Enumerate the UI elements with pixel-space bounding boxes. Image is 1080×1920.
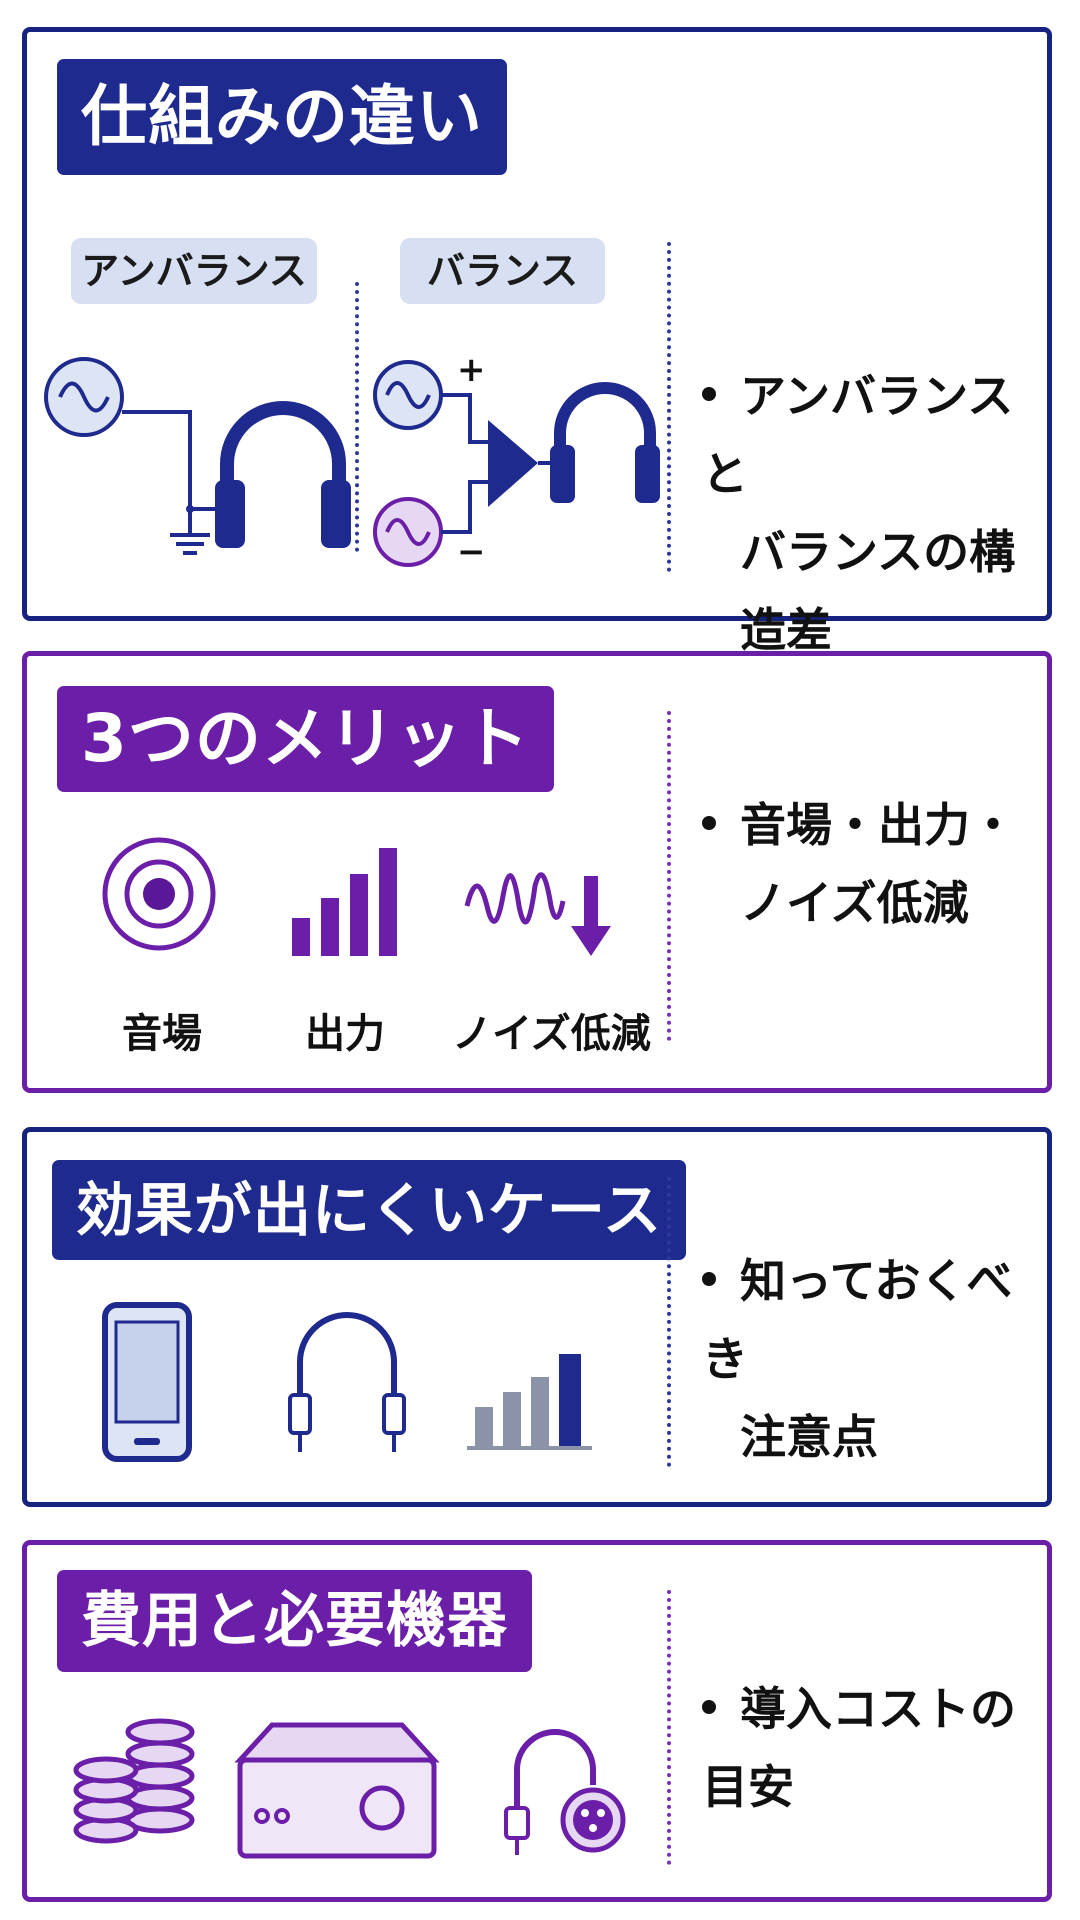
divider-dotted [667, 1590, 671, 1865]
divider-dotted [355, 282, 359, 552]
divider-dotted [667, 242, 671, 572]
down-arrow-icon [571, 876, 611, 956]
section-cost: 費用と必要機器 導入コストの目安 [22, 1540, 1052, 1902]
bullet-dot [702, 386, 716, 401]
bullet-text: 導入コストの目安 [702, 1682, 1016, 1814]
divider-dotted [667, 711, 671, 1041]
bullet-text: 音場・出力・ ノイズ低減 [702, 786, 1016, 942]
unbalanced-circuit-diagram [44, 357, 351, 555]
amplifier-box-icon [234, 1722, 440, 1859]
section-merits: 3つのメリット 音場 出力 ノイズ低減 音場・出力・ ノイズ低減 [22, 651, 1052, 1093]
bullet-dot [702, 815, 716, 830]
section-title: 費用と必要機器 [57, 1570, 532, 1672]
section-mechanism: 仕組みの違い アンバランス バランス [22, 27, 1052, 657]
section-title: 3つのメリット [57, 686, 554, 792]
balanced-circuit-diagram [373, 360, 660, 567]
section-title: 効果が出にくいケース [52, 1160, 686, 1260]
minus-sign: − [457, 532, 486, 572]
xlr-cable-icon [504, 1729, 626, 1855]
section-limitations: 効果が出にくいケース 知っておくべき 注意点 [22, 1127, 1052, 1507]
unbalanced-pill: アンバランス [71, 238, 317, 304]
sine-source-icon [373, 360, 443, 430]
bar-chart-icon [292, 848, 397, 956]
icon-label-output: 出力 [305, 1011, 385, 1057]
coins-icon [73, 1718, 195, 1844]
bullet-dot [702, 1699, 716, 1714]
headphones-icon [550, 382, 660, 503]
section-title: 仕組みの違い [57, 59, 507, 175]
divider-dotted [667, 1177, 671, 1467]
ground-icon [170, 509, 210, 555]
headphones-icon [215, 401, 351, 548]
soundstage-icon [102, 837, 216, 951]
bar-chart-icon [467, 1354, 592, 1450]
icon-label-soundstage: 音場 [122, 1011, 202, 1057]
smartphone-icon [102, 1302, 192, 1462]
balanced-pill: バランス [400, 238, 605, 304]
bullet-text: 知っておくべき 注意点 [702, 1254, 1013, 1464]
cable-icon [288, 1312, 406, 1452]
icon-label-noise: ノイズ低減 [452, 1011, 651, 1057]
plus-sign: + [457, 350, 486, 390]
noise-wave-icon [464, 872, 611, 956]
amplifier-icon [488, 420, 538, 507]
sine-source-icon-negative [373, 497, 443, 567]
bullet-dot [702, 1271, 716, 1286]
sine-source-icon [44, 357, 124, 437]
bullet-text: アンバランスと バランスの構造差 [702, 369, 1016, 657]
